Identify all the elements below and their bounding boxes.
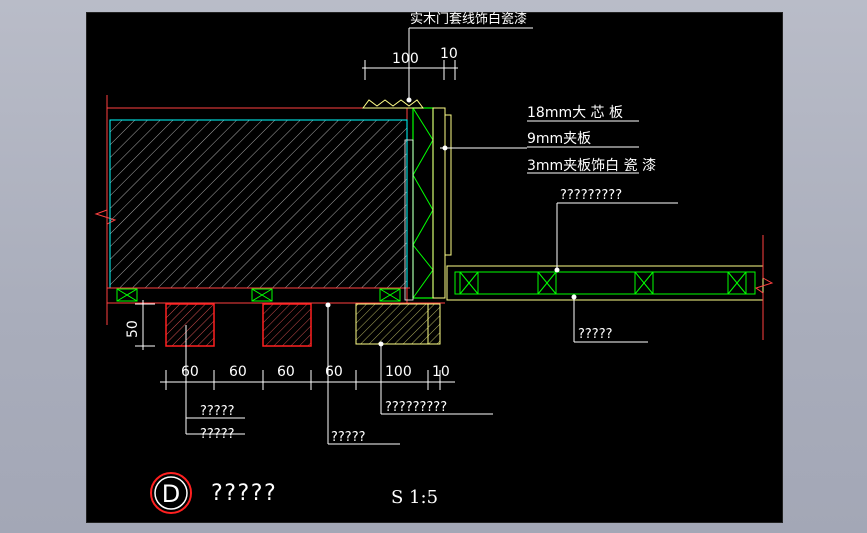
right-break-line bbox=[754, 235, 774, 340]
section-title: ????? bbox=[210, 481, 276, 506]
top-dimension bbox=[362, 60, 458, 80]
bottom-label-1: ????? bbox=[200, 404, 235, 419]
joists bbox=[165, 303, 312, 347]
bottom-dimension-chain bbox=[160, 370, 455, 390]
door-leaf bbox=[446, 265, 764, 301]
layer-label-2: 9mm夹板 bbox=[527, 131, 591, 147]
door-frame bbox=[362, 99, 452, 301]
right-lower-leader bbox=[571, 294, 648, 343]
wall-slab bbox=[106, 107, 445, 304]
layer-label-1: 18mm大 芯 板 bbox=[527, 105, 623, 121]
right-lower-label: ????? bbox=[578, 327, 613, 342]
bottom-dim-3: 60 bbox=[277, 364, 295, 380]
bottom-leaders bbox=[185, 302, 493, 445]
bottom-label-4: ????????? bbox=[385, 400, 447, 415]
top-label: 实木门套线饰白瓷漆 bbox=[410, 11, 527, 27]
bottom-label-3: ????? bbox=[331, 430, 366, 445]
left-dimension bbox=[135, 300, 155, 350]
bottom-label-2: ????? bbox=[200, 427, 235, 442]
layer-leaders bbox=[440, 120, 639, 174]
sleeper-blocks bbox=[116, 288, 401, 302]
bottom-dim-4: 60 bbox=[325, 364, 343, 380]
bottom-dim-6: 10 bbox=[432, 364, 450, 380]
right-upper-label: ????????? bbox=[560, 188, 622, 203]
scale-label: S 1:5 bbox=[391, 487, 438, 508]
left-dim-50: 50 bbox=[125, 320, 141, 338]
section-mark-letter: D bbox=[162, 480, 180, 508]
top-dim-100: 100 bbox=[392, 51, 419, 67]
layer-label-3: 3mm夹板饰白 瓷 漆 bbox=[527, 158, 656, 174]
bottom-dim-5: 100 bbox=[385, 364, 412, 380]
bottom-dim-1: 60 bbox=[181, 364, 199, 380]
section-mark-circle bbox=[150, 472, 192, 514]
top-dim-10: 10 bbox=[440, 46, 458, 62]
top-label-leader bbox=[406, 27, 533, 103]
bottom-dim-2: 60 bbox=[229, 364, 247, 380]
threshold-base bbox=[355, 303, 441, 345]
right-upper-leader bbox=[554, 202, 678, 273]
